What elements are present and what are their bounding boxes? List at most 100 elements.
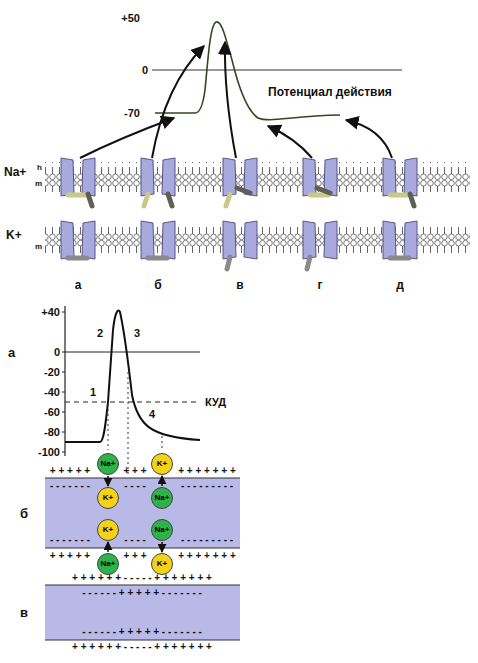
charge-signs: + + + + + + + bbox=[178, 551, 236, 561]
ion-symbol: Na+ bbox=[101, 460, 116, 468]
phase-number: 4 bbox=[149, 409, 155, 420]
charge-signs: + + + + + bbox=[50, 551, 90, 561]
channel-protein bbox=[82, 158, 95, 196]
charge-signs: - - - - - - - bbox=[50, 481, 90, 491]
membrane-edge bbox=[45, 477, 240, 478]
ion-flow-arrow bbox=[161, 542, 163, 552]
axis-label: 0 bbox=[54, 347, 60, 358]
axis-label: -100 bbox=[38, 447, 60, 458]
channel-gate bbox=[390, 193, 408, 198]
charge-signs: + + + + + + - - - - - + + + + + + + bbox=[72, 642, 212, 652]
axis-ticks bbox=[62, 312, 65, 452]
potential-curve bbox=[155, 22, 340, 120]
channel-protein bbox=[303, 221, 316, 259]
axis-label: +40 bbox=[41, 307, 60, 318]
graph-title: Потенциал действия bbox=[268, 86, 392, 98]
zero-line bbox=[65, 352, 200, 353]
panel-letter: б bbox=[20, 507, 28, 520]
charge-signs: - - - - - - + + + + + - - - - - - - bbox=[82, 627, 202, 637]
channel-protein bbox=[244, 221, 257, 259]
ion-symbol: K+ bbox=[103, 526, 113, 534]
ion-circle: K+ bbox=[97, 487, 119, 509]
ion-symbol: K+ bbox=[157, 460, 167, 468]
channel-protein bbox=[383, 158, 396, 196]
channel-gate bbox=[307, 257, 310, 269]
state-letter: г bbox=[318, 279, 323, 291]
axis-label: -20 bbox=[44, 367, 60, 378]
ion-circle: Na+ bbox=[151, 519, 173, 541]
gate-letter: m bbox=[34, 180, 43, 188]
axis-label: +50 bbox=[121, 13, 140, 24]
channel-gate bbox=[68, 256, 87, 261]
charge-signs: + + + bbox=[123, 466, 146, 476]
state-letter: д bbox=[396, 279, 404, 291]
channel-gate bbox=[144, 194, 148, 206]
membrane-edge bbox=[45, 547, 240, 548]
ion-flow-arrow bbox=[161, 476, 163, 486]
channel-gate bbox=[227, 257, 230, 269]
ion-label: Na+ bbox=[4, 166, 26, 178]
charge-signs: + + + + + bbox=[50, 466, 90, 476]
membrane-band bbox=[45, 585, 240, 640]
ion-circle: K+ bbox=[97, 519, 119, 541]
zero-line bbox=[152, 70, 402, 71]
phase-number: 1 bbox=[90, 387, 96, 398]
channel-protein bbox=[162, 221, 175, 259]
panel-letter: в bbox=[20, 606, 28, 619]
axis-label: -60 bbox=[44, 407, 60, 418]
y-axis bbox=[64, 306, 65, 456]
charge-signs: - - - - - - + + + + + - - - - - - - bbox=[82, 588, 202, 598]
ion-symbol: Na+ bbox=[155, 526, 170, 534]
channel-protein bbox=[303, 158, 316, 196]
axis-label: 0 bbox=[142, 65, 148, 76]
phase-number: 3 bbox=[134, 328, 140, 339]
threshold-line bbox=[65, 402, 200, 403]
ion-circle: K+ bbox=[151, 553, 173, 575]
ion-flow-arrow bbox=[107, 476, 109, 486]
charge-signs: - - - - bbox=[124, 535, 146, 545]
ion-symbol: Na+ bbox=[101, 560, 116, 568]
axis-label: -40 bbox=[44, 387, 60, 398]
channel-gate bbox=[390, 256, 409, 261]
charge-signs: - - - - bbox=[124, 481, 146, 491]
membrane-band bbox=[45, 478, 240, 548]
state-letter: в bbox=[236, 279, 243, 291]
charge-signs: + + + + + + + bbox=[178, 466, 236, 476]
ion-symbol: K+ bbox=[157, 560, 167, 568]
channel-protein bbox=[383, 221, 396, 259]
gate-letter: m bbox=[34, 243, 43, 251]
channel-protein bbox=[61, 158, 74, 196]
channel-protein bbox=[82, 221, 95, 259]
axis-label: -80 bbox=[44, 427, 60, 438]
channel-protein bbox=[404, 158, 417, 196]
phase-number: 2 bbox=[97, 328, 103, 339]
axis-label: -70 bbox=[124, 108, 140, 119]
channel-protein bbox=[404, 221, 417, 259]
ion-circle: Na+ bbox=[151, 487, 173, 509]
membrane-edge bbox=[45, 639, 240, 640]
charge-signs: - - - - - - - - - bbox=[181, 481, 233, 491]
threshold-label: КУД bbox=[205, 397, 226, 408]
ion-circle: K+ bbox=[151, 453, 173, 475]
state-letter: б bbox=[154, 279, 161, 291]
charge-signs: - - - - - - - bbox=[50, 535, 90, 545]
channel-protein bbox=[223, 158, 236, 196]
channel-protein bbox=[141, 158, 154, 196]
channel-gate bbox=[148, 256, 167, 261]
channel-gate bbox=[68, 193, 86, 198]
state-letter: а bbox=[75, 279, 82, 291]
channel-gate bbox=[410, 194, 414, 206]
ion-label: K+ bbox=[6, 229, 22, 241]
channel-gate bbox=[226, 194, 230, 206]
state-arrows bbox=[80, 42, 392, 158]
channel-gate bbox=[168, 194, 172, 206]
channel-gate bbox=[317, 188, 330, 193]
potential-curve bbox=[65, 311, 200, 442]
ion-symbol: Na+ bbox=[155, 494, 170, 502]
gate-letter: h bbox=[36, 164, 43, 172]
charge-signs: - - - - - - - - - bbox=[181, 535, 233, 545]
membrane-edge bbox=[45, 584, 240, 585]
panel-letter: а bbox=[8, 346, 15, 359]
